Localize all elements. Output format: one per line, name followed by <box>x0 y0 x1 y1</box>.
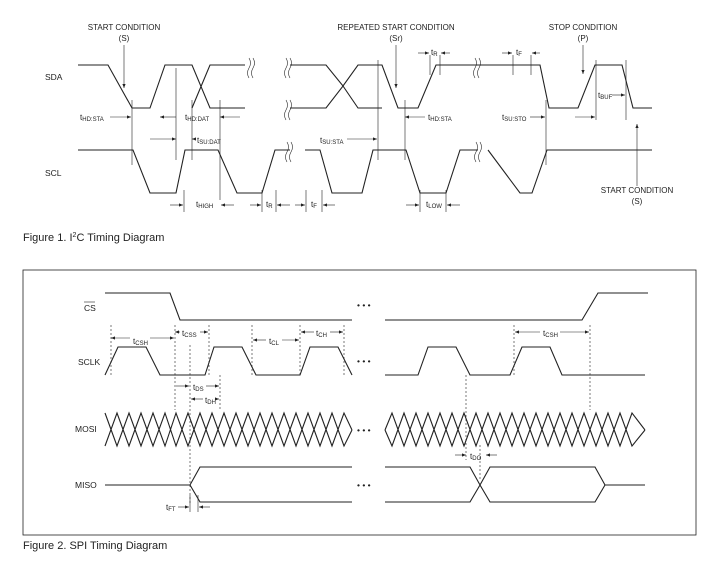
t-su-sta-label: tSU:STA <box>320 136 343 146</box>
t-su-sto-label: tSU:STO <box>502 113 527 123</box>
sclk-signal-label: SCLK <box>78 357 101 367</box>
sda-signal-label: SDA <box>45 72 63 82</box>
sclk-ellipsis: • • • <box>357 356 371 366</box>
i2c-timing-labels: tHD:STA tHD:DAT tSU:DAT tSU:STA tHD:STA … <box>80 48 613 210</box>
cs-ellipsis: • • • <box>357 300 371 310</box>
t-su-dat-label: tSU:DAT <box>197 136 221 146</box>
figure-1-caption: Figure 1. I2C Timing Diagram <box>23 232 164 244</box>
spi-timing-labels: tCSH tCSS tCL tCH tCSH tDS tDH tDO tFT <box>133 329 558 513</box>
start-condition-symbol: (S) <box>119 34 130 43</box>
miso-ellipsis: • • • <box>357 480 371 490</box>
repeated-start-symbol: (Sr) <box>389 34 403 43</box>
mosi-signal-label: MOSI <box>75 424 97 434</box>
repeated-start-label: REPEATED START CONDITION <box>337 23 454 32</box>
cs-signal-label: CS <box>84 303 96 313</box>
t-high-label: tHIGH <box>196 200 213 210</box>
mosi-ellipsis: • • • <box>357 425 371 435</box>
t-hd-dat-label: tHD:DAT <box>185 113 209 123</box>
t-low-label: tLOW <box>426 200 442 210</box>
t-ds-label: tDS <box>193 383 204 393</box>
start-condition-label: START CONDITION <box>88 23 161 32</box>
stop-condition-symbol: (P) <box>578 34 589 43</box>
t-dh-label: tDH <box>205 396 216 406</box>
t-hd-sta-label: tHD:STA <box>80 113 104 123</box>
t-csh-right-label: tCSH <box>543 329 558 339</box>
scl-signal-label: SCL <box>45 168 62 178</box>
figure-2-caption: Figure 2. SPI Timing Diagram <box>23 540 167 552</box>
i2c-timing-arrows <box>110 51 625 207</box>
scl-waveform <box>78 141 652 194</box>
spi-timing-arrows <box>111 330 589 509</box>
spi-diagram-frame <box>22 269 697 536</box>
sclk-waveform-left <box>104 346 353 376</box>
stop-condition-label: STOP CONDITION <box>549 23 618 32</box>
mosi-waveform <box>104 411 646 448</box>
start-condition-bottom-symbol: (S) <box>632 197 643 206</box>
t-r-label: tR <box>266 200 273 210</box>
t-buf-label: tBUF <box>598 91 613 101</box>
i2c-timing-diagram: START CONDITION (S) REPEATED START CONDI… <box>23 23 673 244</box>
cs-waveform <box>105 292 648 321</box>
t-ch-label: tCH <box>316 329 327 339</box>
t-csh-left-label: tCSH <box>133 337 148 347</box>
spi-timing-diagram: CS SCLK MOSI MISO • • • • • • • • • • • … <box>22 269 697 552</box>
sclk-waveform-right <box>385 346 645 376</box>
spi-reference-lines <box>110 325 591 512</box>
t-f-top-label: tF <box>516 48 522 58</box>
t-css-label: tCSS <box>182 329 197 339</box>
t-ft-label: tFT <box>166 503 176 513</box>
start-condition-bottom-label: START CONDITION <box>601 186 674 195</box>
t-r-top-label: tR <box>431 48 438 58</box>
sda-waveform <box>78 57 652 121</box>
t-do-label: tDO <box>470 452 482 462</box>
t-cl-label: tCL <box>269 337 280 347</box>
i2c-reference-lines <box>131 55 627 212</box>
miso-signal-label: MISO <box>75 480 97 490</box>
miso-waveform <box>105 466 645 503</box>
t-f-label: tF <box>311 200 317 210</box>
t-hd-sta-2-label: tHD:STA <box>428 113 452 123</box>
